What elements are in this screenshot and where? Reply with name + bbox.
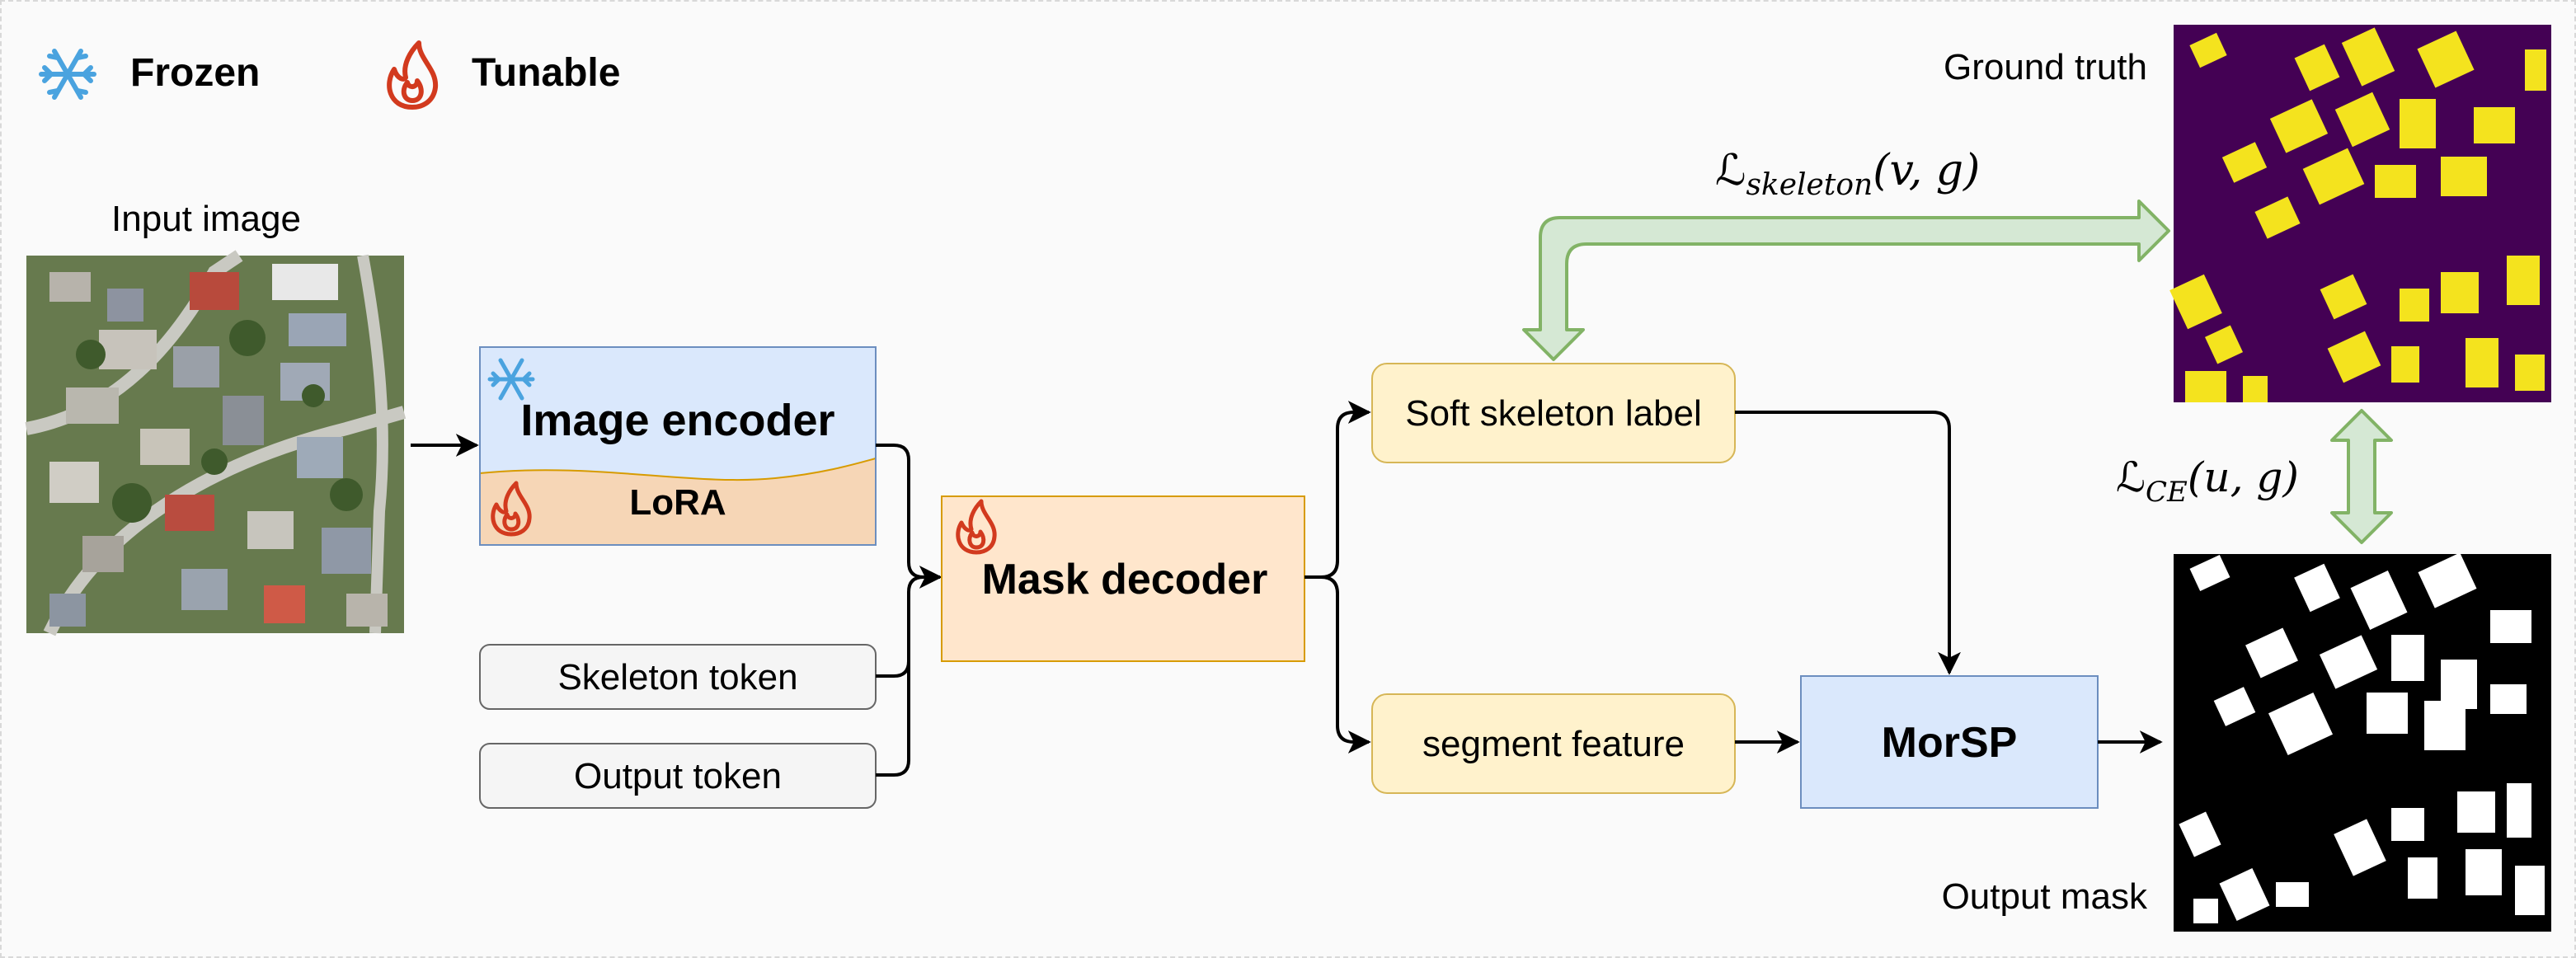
- output-mask-image: [2174, 552, 2551, 932]
- snowflake-icon: [39, 49, 96, 100]
- ground-truth-image: [2169, 25, 2551, 402]
- ce-loss-subscript: CE: [2146, 476, 2188, 509]
- ce-loss-arrow: [2330, 409, 2393, 544]
- mask-decoder-box: [941, 495, 1305, 662]
- skeleton-loss-subscript: skeleton: [1746, 168, 1873, 202]
- skeleton-token-label: Skeleton token: [557, 657, 797, 697]
- input-aerial-image: [25, 250, 407, 636]
- legend-tunable-label: Tunable: [472, 51, 620, 95]
- flame-icon: [387, 40, 439, 110]
- segment-feature-label: segment feature: [1422, 724, 1685, 764]
- skeleton-loss-symbol: ℒ: [1715, 146, 1746, 195]
- output-token-label: Output token: [574, 756, 782, 796]
- ce-loss-args: (u, g): [2188, 453, 2299, 501]
- ground-truth-label: Ground truth: [1944, 47, 2147, 87]
- skeleton-loss-formula: ℒskeleton(v, g): [1715, 146, 1980, 202]
- legend: Frozen Tunable: [39, 40, 620, 110]
- decoder-input-connectors: [876, 444, 942, 777]
- lora-flame-icon: [491, 481, 532, 537]
- morsp-label: MorSP: [1882, 719, 2018, 767]
- legend-frozen-label: Frozen: [130, 51, 260, 95]
- arrow-skeleton-to-morsp: [1735, 411, 1961, 675]
- ce-loss-symbol: ℒ: [2116, 453, 2146, 501]
- skeleton-loss-arrow: [1522, 200, 2170, 361]
- image-encoder-block: [479, 346, 877, 546]
- svg-text:ℒskeleton(v, g): ℒskeleton(v, g): [1715, 146, 1980, 202]
- input-image-label: Input image: [111, 199, 301, 239]
- skeleton-loss-args: (v, g): [1873, 146, 1980, 195]
- soft-skeleton-label: Soft skeleton label: [1405, 393, 1702, 434]
- ce-loss-formula: ℒCE(u, g): [2116, 453, 2299, 509]
- lora-label: LoRA: [629, 482, 726, 523]
- morsp-box: [1800, 675, 2099, 809]
- image-encoder-title: Image encoder: [520, 396, 834, 445]
- encoder-snowflake-icon: [487, 358, 535, 401]
- decoder-output-connectors: [1304, 401, 1371, 754]
- decoder-flame-icon: [956, 499, 997, 555]
- mask-decoder-title: Mask decoder: [982, 556, 1268, 603]
- output-mask-label: Output mask: [1942, 876, 2148, 917]
- svg-text:ℒCE(u, g): ℒCE(u, g): [2116, 453, 2299, 509]
